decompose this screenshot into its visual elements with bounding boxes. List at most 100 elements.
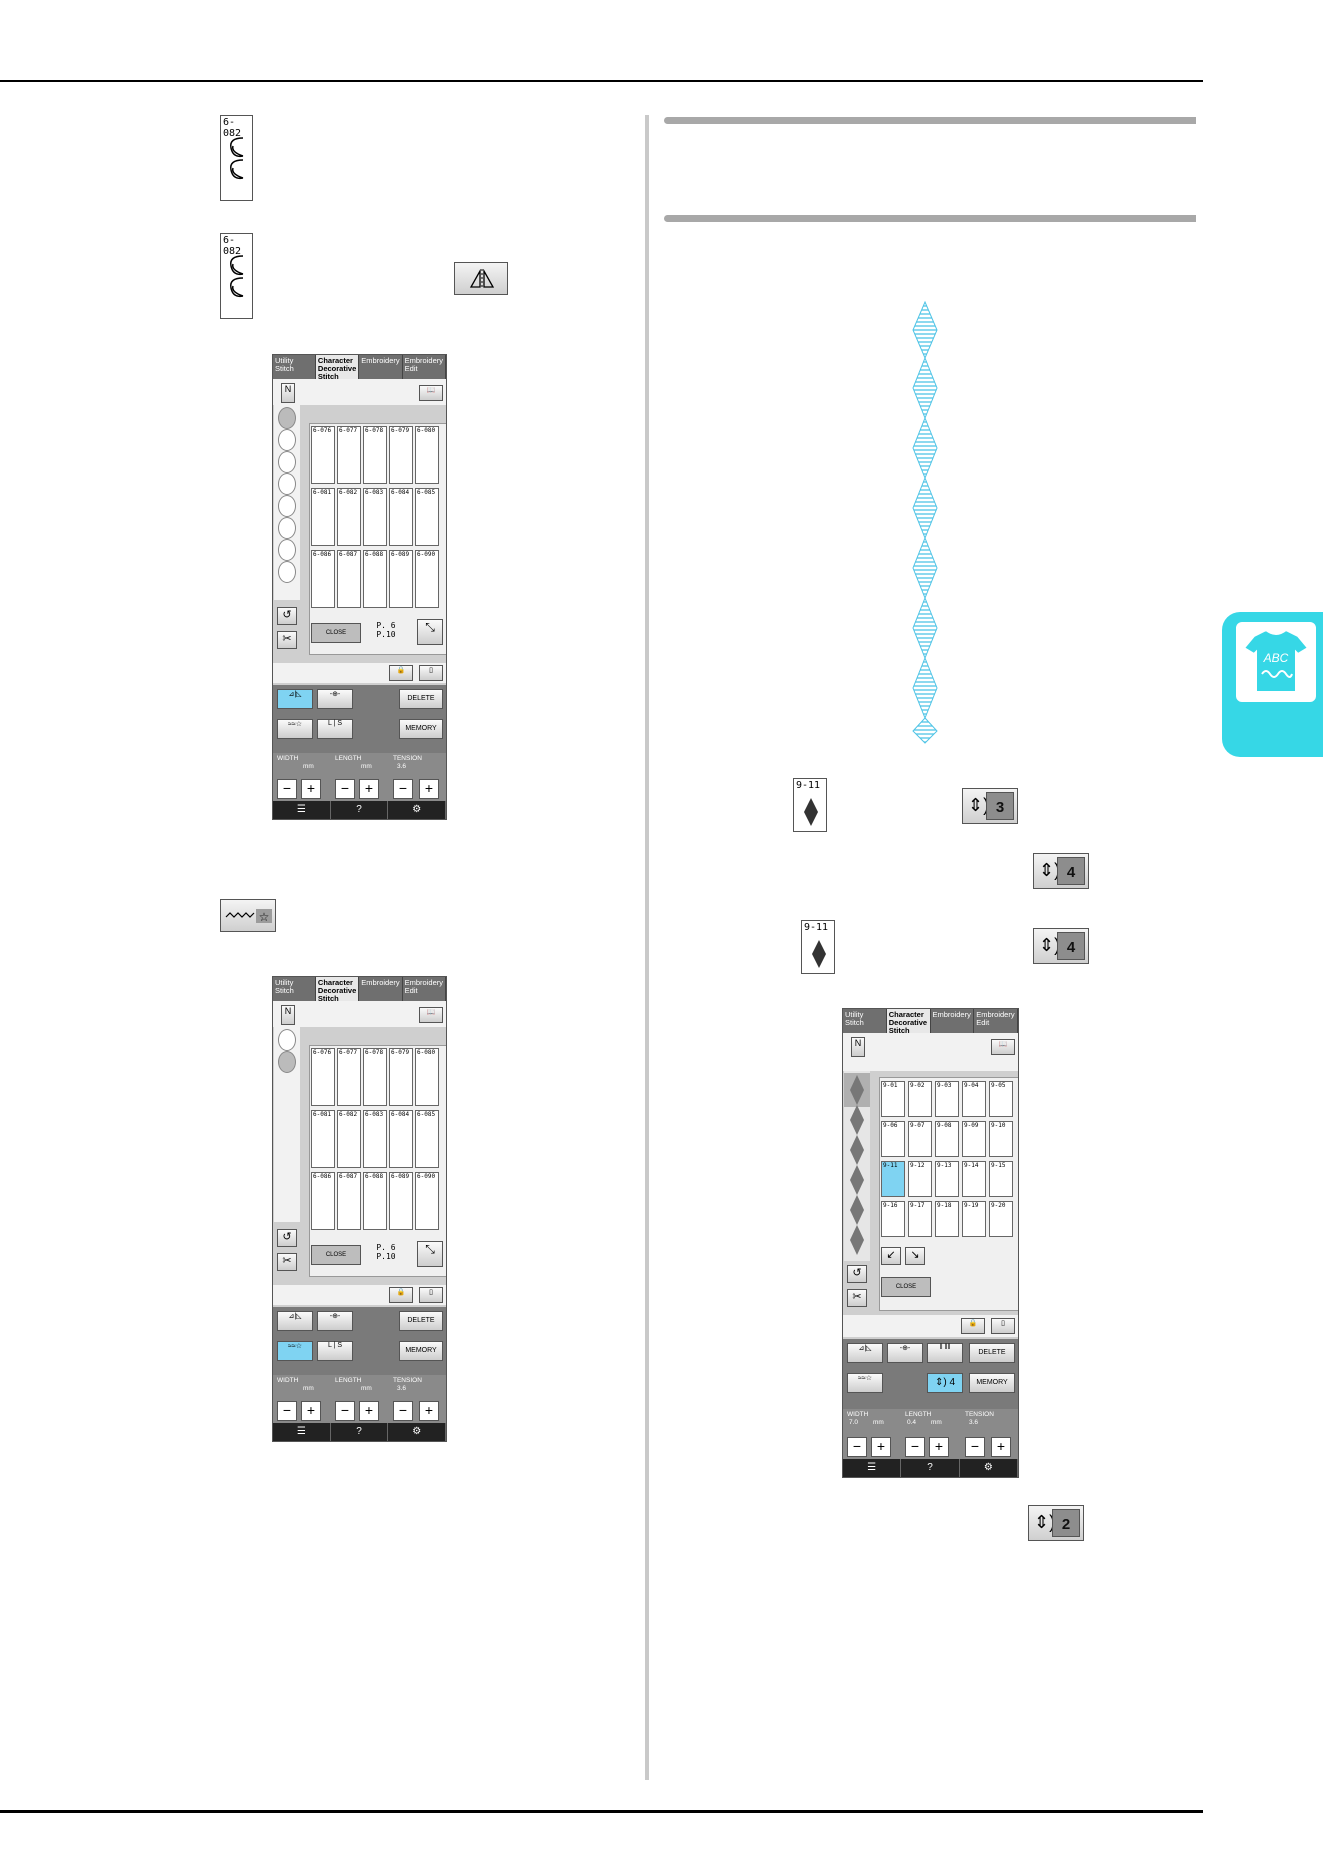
width-plus-button[interactable]: + bbox=[301, 779, 321, 799]
pattern-cell[interactable]: 6-079 bbox=[389, 426, 413, 484]
delete-button[interactable]: DELETE bbox=[399, 689, 443, 709]
memory-button[interactable]: MEMORY bbox=[969, 1373, 1015, 1393]
pattern-cell[interactable]: 6-087 bbox=[337, 550, 361, 608]
settings-icon[interactable]: ☰ bbox=[273, 1423, 331, 1441]
tension-plus-button[interactable]: + bbox=[419, 1401, 439, 1421]
length-minus-button[interactable]: − bbox=[335, 1401, 355, 1421]
book-icon[interactable]: ▯ bbox=[419, 1287, 443, 1303]
pattern-cell[interactable]: 6-079 bbox=[389, 1048, 413, 1106]
help-icon[interactable]: ? bbox=[331, 1423, 389, 1441]
tab-character-decorative[interactable]: Character Decorative Stitch bbox=[886, 1009, 931, 1035]
elongation-button[interactable]: ⇕) 4 bbox=[927, 1373, 963, 1393]
pattern-cell[interactable]: 9-12 bbox=[908, 1161, 932, 1197]
length-minus-button[interactable]: − bbox=[905, 1437, 925, 1457]
pattern-cell[interactable]: 6-080 bbox=[415, 1048, 439, 1106]
help-icon[interactable]: ? bbox=[331, 801, 389, 819]
thread-cutter-button[interactable]: ✂ bbox=[277, 1253, 297, 1271]
pattern-cell[interactable]: 9-16 bbox=[881, 1201, 905, 1237]
tension-plus-button[interactable]: + bbox=[419, 779, 439, 799]
manual-icon[interactable]: 📖 bbox=[419, 385, 443, 401]
book-icon[interactable]: ▯ bbox=[419, 665, 443, 681]
mirror-button[interactable]: ⊿|◺ bbox=[277, 1311, 313, 1331]
pattern-cell[interactable]: 9-13 bbox=[935, 1161, 959, 1197]
pattern-key-9-11-second[interactable]: 9-11 bbox=[801, 920, 835, 974]
tab-embroidery[interactable]: Embroidery bbox=[359, 355, 403, 379]
expand-icon[interactable]: ⤡ bbox=[417, 619, 443, 645]
pattern-cell[interactable]: 6-088 bbox=[363, 1172, 387, 1230]
pattern-key-6-082[interactable]: 6-082 bbox=[220, 115, 253, 201]
tension-plus-button[interactable]: + bbox=[991, 1437, 1011, 1457]
pattern-cell[interactable]: 6-081 bbox=[311, 488, 335, 546]
width-minus-button[interactable]: − bbox=[847, 1437, 867, 1457]
tab-character-decorative[interactable]: Character Decorative Stitch bbox=[315, 977, 360, 1003]
pattern-cell[interactable]: 9-19 bbox=[962, 1201, 986, 1237]
pattern-cell[interactable]: 9-08 bbox=[935, 1121, 959, 1157]
settings-icon[interactable]: ☰ bbox=[273, 801, 331, 819]
tab-embroidery[interactable]: Embroidery bbox=[359, 977, 403, 1001]
needle-position-button[interactable]: -⊕- bbox=[317, 689, 353, 709]
tab-character-decorative[interactable]: Character Decorative Stitch bbox=[315, 355, 360, 381]
size-button[interactable]: L | S bbox=[317, 1341, 353, 1361]
reverse-stitch-button[interactable]: ↺ bbox=[847, 1265, 867, 1283]
width-minus-button[interactable]: − bbox=[277, 779, 297, 799]
elongation-button-3[interactable]: ⇕) 3 bbox=[962, 788, 1018, 824]
tab-embroidery-edit[interactable]: Embroidery Edit bbox=[402, 355, 446, 379]
book-icon[interactable]: ▯ bbox=[991, 1318, 1015, 1334]
width-minus-button[interactable]: − bbox=[277, 1401, 297, 1421]
pattern-cell-selected[interactable]: 9-11 bbox=[881, 1161, 905, 1197]
pattern-cell[interactable]: 6-088 bbox=[363, 550, 387, 608]
size-button[interactable]: L | S bbox=[317, 719, 353, 739]
tab-utility-stitch[interactable]: Utility Stitch bbox=[843, 1009, 887, 1033]
pattern-cell[interactable]: 6-077 bbox=[337, 426, 361, 484]
tension-minus-button[interactable]: − bbox=[965, 1437, 985, 1457]
pattern-cell[interactable]: 9-06 bbox=[881, 1121, 905, 1157]
width-plus-button[interactable]: + bbox=[871, 1437, 891, 1457]
manual-icon[interactable]: 📖 bbox=[419, 1007, 443, 1023]
pattern-cell[interactable]: 6-089 bbox=[389, 1172, 413, 1230]
pattern-cell[interactable]: 6-080 bbox=[415, 426, 439, 484]
length-plus-button[interactable]: + bbox=[929, 1437, 949, 1457]
machine-icon[interactable]: ⚙ bbox=[960, 1459, 1018, 1477]
pattern-cell[interactable]: 9-07 bbox=[908, 1121, 932, 1157]
pattern-cell[interactable]: 9-02 bbox=[908, 1081, 932, 1117]
pattern-cell[interactable]: 6-090 bbox=[415, 550, 439, 608]
pattern-cell[interactable]: 6-085 bbox=[415, 1110, 439, 1168]
page-prev-arrow-icon[interactable]: ↙ bbox=[881, 1247, 901, 1265]
elongation-button-2[interactable]: ⇕) 2 bbox=[1028, 1505, 1084, 1541]
thread-cutter-button[interactable]: ✂ bbox=[847, 1289, 867, 1307]
repeat-button[interactable]: ≈≈☆ bbox=[277, 719, 313, 739]
pattern-cell[interactable]: 6-076 bbox=[311, 1048, 335, 1106]
tab-embroidery[interactable]: Embroidery bbox=[930, 1009, 975, 1033]
close-button[interactable]: CLOSE bbox=[311, 623, 361, 643]
tab-embroidery-edit[interactable]: Embroidery Edit bbox=[402, 977, 446, 1001]
repeat-button[interactable]: ≈≈☆ bbox=[847, 1373, 883, 1393]
machine-icon[interactable]: ⚙ bbox=[388, 1423, 446, 1441]
tab-utility-stitch[interactable]: Utility Stitch bbox=[273, 977, 316, 1001]
pattern-cell[interactable]: 9-10 bbox=[989, 1121, 1013, 1157]
elongation-button-4-second[interactable]: ⇕) 4 bbox=[1033, 928, 1089, 964]
close-button[interactable]: CLOSE bbox=[311, 1245, 361, 1265]
reverse-stitch-button[interactable]: ↺ bbox=[277, 1229, 297, 1247]
needle-position-button[interactable]: -⊕- bbox=[887, 1343, 923, 1363]
pattern-cell[interactable]: 6-086 bbox=[311, 1172, 335, 1230]
pattern-cell[interactable]: 6-082 bbox=[337, 488, 361, 546]
pattern-cell[interactable]: 9-14 bbox=[962, 1161, 986, 1197]
reverse-stitch-button[interactable]: ↺ bbox=[277, 607, 297, 625]
pattern-key-9-11[interactable]: 9-11 bbox=[793, 778, 827, 832]
length-plus-button[interactable]: + bbox=[359, 779, 379, 799]
needle-position-button[interactable]: -⊕- bbox=[317, 1311, 353, 1331]
delete-button[interactable]: DELETE bbox=[399, 1311, 443, 1331]
pattern-cell[interactable]: 9-05 bbox=[989, 1081, 1013, 1117]
tab-embroidery-edit[interactable]: Embroidery Edit bbox=[974, 1009, 1018, 1033]
length-plus-button[interactable]: + bbox=[359, 1401, 379, 1421]
length-minus-button[interactable]: − bbox=[335, 779, 355, 799]
pattern-cell[interactable]: 9-09 bbox=[962, 1121, 986, 1157]
pattern-cell[interactable]: 6-078 bbox=[363, 1048, 387, 1106]
pattern-cell[interactable]: 6-083 bbox=[363, 488, 387, 546]
elongation-button-4[interactable]: ⇕) 4 bbox=[1033, 853, 1089, 889]
memory-button[interactable]: MEMORY bbox=[399, 1341, 443, 1361]
memory-button[interactable]: MEMORY bbox=[399, 719, 443, 739]
mirror-button[interactable]: ⊿|◺ bbox=[847, 1343, 883, 1363]
delete-button[interactable]: DELETE bbox=[969, 1343, 1015, 1363]
pattern-cell[interactable]: 9-15 bbox=[989, 1161, 1013, 1197]
